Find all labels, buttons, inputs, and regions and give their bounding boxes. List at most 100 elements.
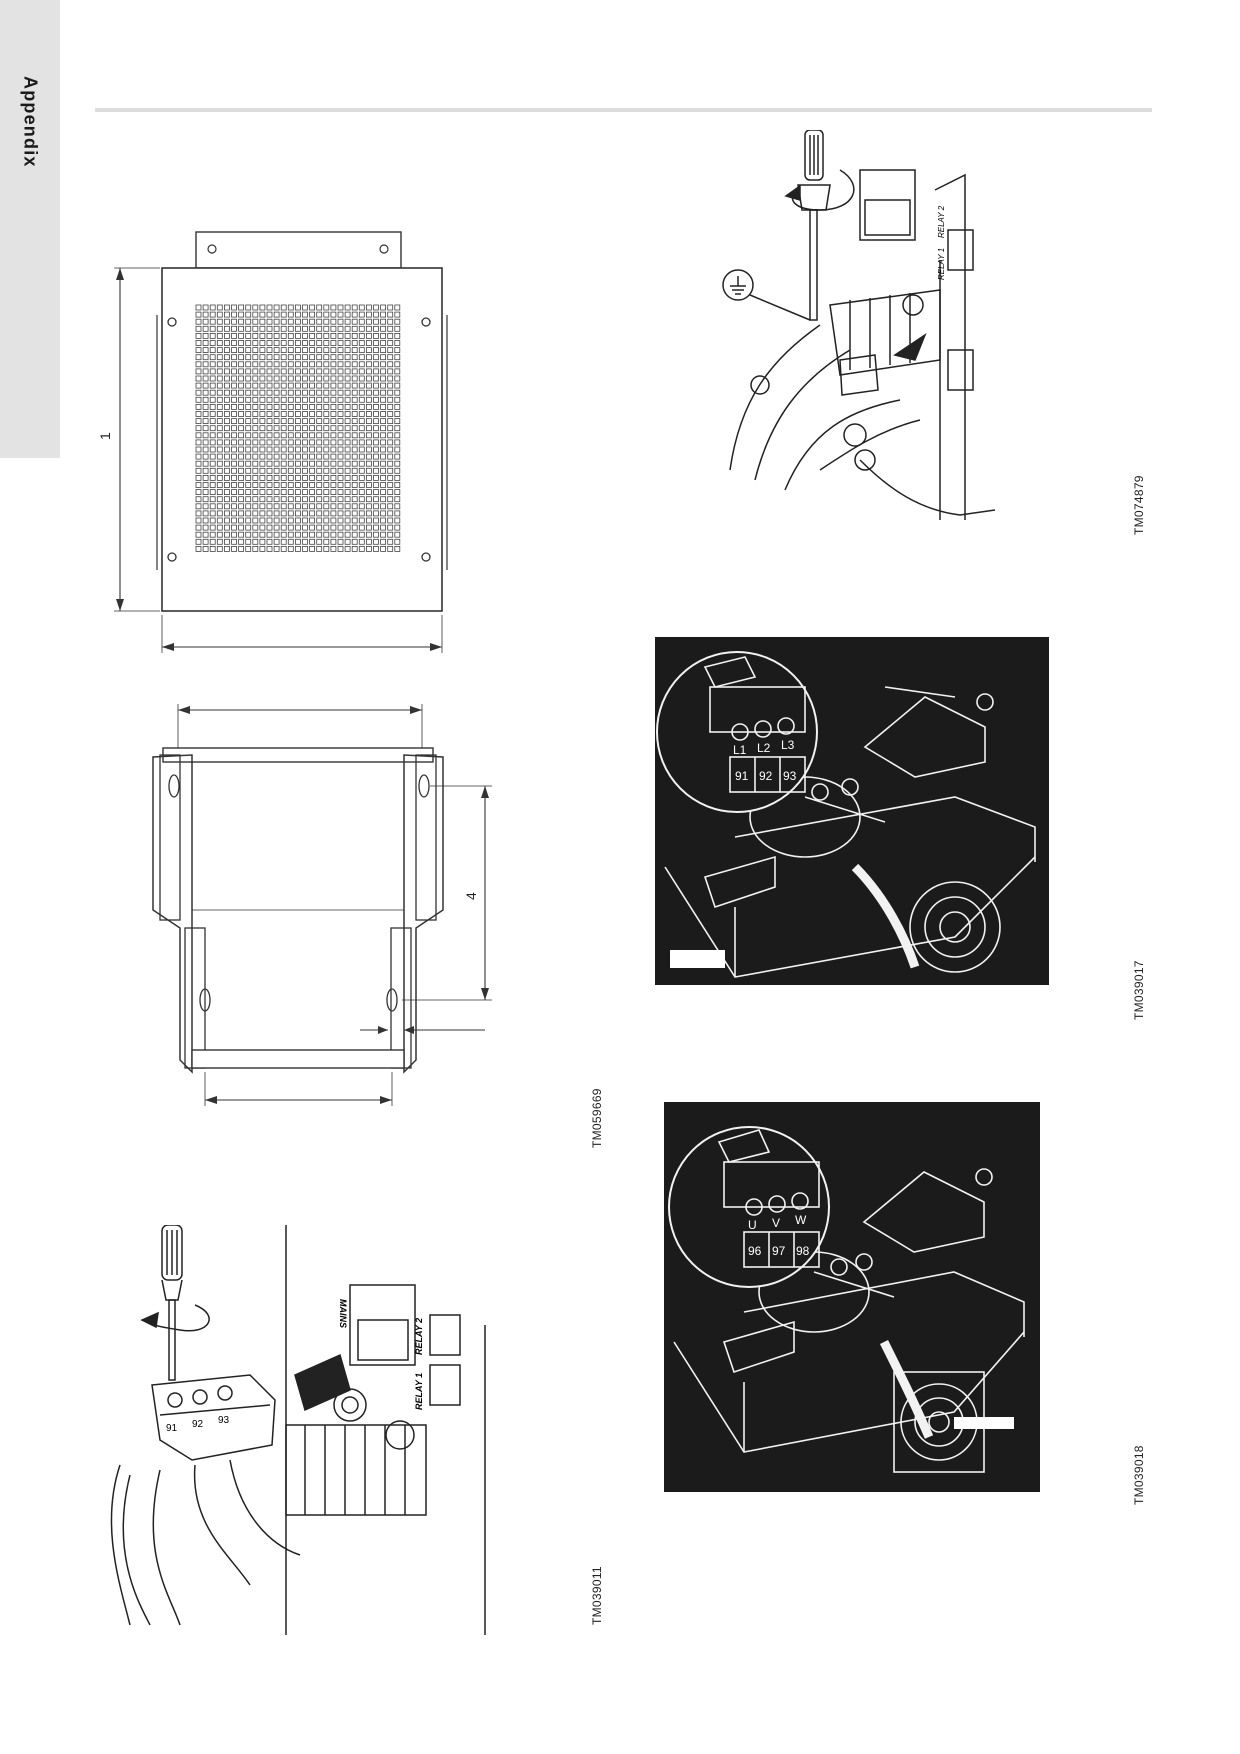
- grille-hole: [266, 489, 273, 496]
- grille-hole: [245, 311, 252, 318]
- grille-hole: [238, 368, 245, 375]
- grille-hole: [337, 354, 344, 361]
- grille-hole: [309, 503, 316, 510]
- grille-hole: [337, 510, 344, 517]
- grille-hole: [365, 340, 372, 346]
- grille-hole: [287, 340, 294, 346]
- grille-hole: [365, 467, 372, 474]
- grille-hole: [309, 375, 316, 382]
- grille-hole: [238, 411, 245, 417]
- grille-hole: [216, 489, 223, 496]
- grille-hole: [287, 318, 294, 325]
- grille-hole: [351, 425, 358, 432]
- grille-hole: [373, 354, 379, 361]
- grille-hole: [209, 531, 216, 538]
- grille-hole: [373, 396, 379, 403]
- grille-hole: [224, 496, 230, 503]
- grille-hole: [209, 446, 216, 453]
- grille-hole: [216, 411, 223, 417]
- grille-hole: [344, 325, 351, 332]
- grille-hole: [224, 460, 230, 467]
- grille-hole: [294, 411, 301, 417]
- grille-hole: [316, 368, 323, 375]
- grille-hole: [373, 340, 379, 346]
- grille-hole: [344, 482, 351, 488]
- grille-hole: [394, 439, 401, 446]
- grille-hole: [287, 474, 294, 481]
- grille-hole: [351, 418, 358, 425]
- grille-hole: [266, 382, 273, 389]
- grille-hole: [280, 538, 287, 545]
- grille-hole: [195, 517, 202, 524]
- grille-hole: [302, 411, 308, 417]
- grille-hole: [216, 432, 223, 439]
- grille-hole: [323, 318, 330, 325]
- grille-hole: [202, 411, 209, 417]
- grille-hole: [245, 304, 252, 311]
- grille-hole: [380, 411, 387, 417]
- grille-hole: [380, 538, 387, 545]
- grille-hole: [358, 304, 365, 311]
- grille-hole: [358, 382, 365, 389]
- grille-hole: [287, 396, 294, 403]
- grille-hole: [216, 538, 223, 545]
- grille-hole: [302, 517, 308, 524]
- grille-hole: [344, 403, 351, 410]
- grille-hole: [216, 304, 223, 311]
- grille-hole: [323, 538, 330, 545]
- grille-hole: [259, 446, 266, 453]
- grille-hole: [309, 545, 316, 552]
- grille-hole: [380, 418, 387, 425]
- grille-hole: [323, 545, 330, 552]
- grille-hole: [238, 538, 245, 545]
- grille-hole: [365, 411, 372, 417]
- grille-hole: [202, 382, 209, 389]
- grille-hole: [358, 453, 365, 460]
- grille-hole: [330, 354, 337, 361]
- grille-hole: [259, 496, 266, 503]
- grille-hole: [202, 496, 209, 503]
- grille-hole: [316, 361, 323, 368]
- grille-hole: [266, 538, 273, 545]
- grille-hole: [380, 439, 387, 446]
- grille-hole: [358, 439, 365, 446]
- grille-hole: [231, 304, 237, 311]
- grille-hole: [344, 432, 351, 439]
- grille-hole: [224, 311, 230, 318]
- grille-hole: [273, 368, 280, 375]
- grille-hole: [252, 489, 259, 496]
- grille-hole: [302, 375, 308, 382]
- grille-hole: [266, 418, 273, 425]
- grille-hole: [330, 453, 337, 460]
- grille-hole: [373, 460, 379, 467]
- grille-hole: [309, 340, 316, 346]
- grille-hole: [245, 432, 252, 439]
- grille-hole: [245, 453, 252, 460]
- grille-hole: [302, 340, 308, 346]
- grille-hole: [224, 361, 230, 368]
- grille-hole: [351, 340, 358, 346]
- grille-hole: [351, 354, 358, 361]
- grille-hole: [273, 389, 280, 396]
- grille-hole: [394, 510, 401, 517]
- grille-hole: [252, 411, 259, 417]
- grille-hole: [302, 318, 308, 325]
- grille-hole: [224, 432, 230, 439]
- panel-label-relay2-b: RELAY 2: [937, 205, 946, 238]
- grille-hole: [238, 418, 245, 425]
- grille-hole: [351, 467, 358, 474]
- grille-hole: [330, 311, 337, 318]
- grille-hole: [216, 474, 223, 481]
- grille-hole: [280, 460, 287, 467]
- grille-hole: [195, 340, 202, 346]
- grille-hole: [209, 524, 216, 531]
- grille-hole: [330, 538, 337, 545]
- grille-hole: [351, 496, 358, 503]
- grille-hole: [209, 460, 216, 467]
- grille-hole: [273, 311, 280, 318]
- grille-hole: [287, 389, 294, 396]
- grille-hole: [387, 496, 394, 503]
- grille-hole: [365, 474, 372, 481]
- grille-hole: [209, 503, 216, 510]
- grille-hole: [280, 489, 287, 496]
